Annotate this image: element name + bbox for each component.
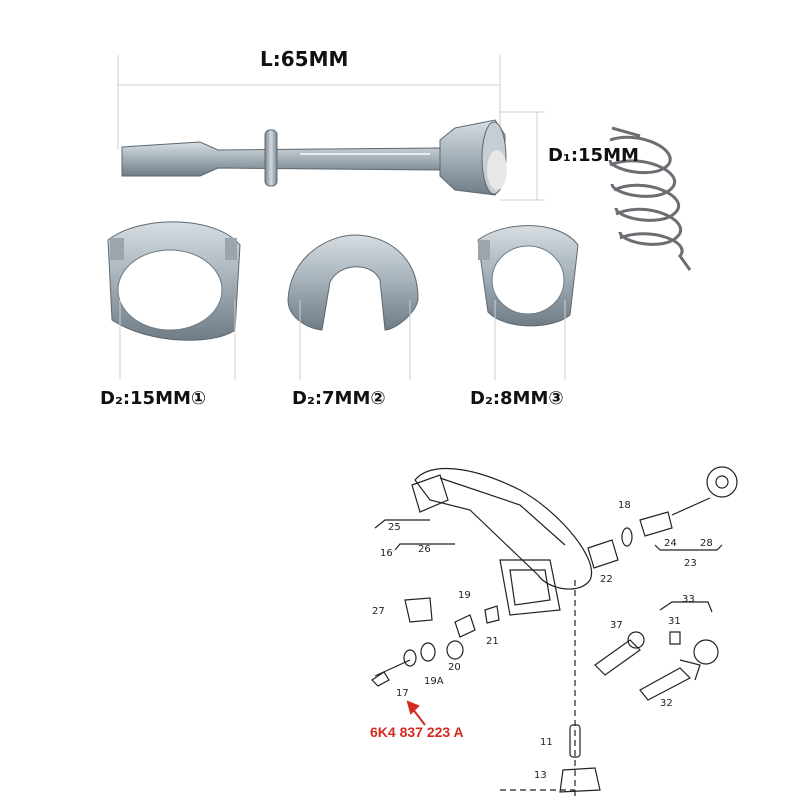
exploded-parts-diagram	[371, 466, 738, 800]
part-number: 23	[684, 558, 697, 569]
ring-8mm	[477, 225, 579, 327]
part-number: 28	[700, 538, 713, 549]
part-number: 22	[600, 574, 613, 585]
part-number: 25	[388, 522, 401, 533]
part-number: 16	[380, 548, 393, 559]
d1-dimension-line	[500, 111, 545, 201]
ring-15mm	[107, 221, 241, 341]
part-number: 11	[540, 737, 553, 748]
part-number: 31	[668, 616, 681, 627]
highlight-arrow	[406, 700, 426, 726]
part-number: 32	[660, 698, 673, 709]
part-number: 17	[396, 688, 409, 699]
part-number: 24	[664, 538, 677, 549]
part-number: 27	[372, 606, 385, 617]
d2-guide-lines	[119, 300, 566, 380]
d2-ring-3-label: D₂:8MM③	[470, 388, 564, 409]
part-number: 33	[682, 594, 695, 605]
d1-label: D₁:15MM	[548, 145, 639, 166]
length-dimension-line	[117, 55, 501, 150]
part-number: 26	[418, 544, 431, 555]
part-number: 19	[458, 590, 471, 601]
d2-ring-2-label: D₂:7MM②	[292, 388, 386, 409]
ring-7mm	[287, 234, 419, 331]
lock-cylinder-shaft	[121, 119, 507, 196]
part-number: 21	[486, 636, 499, 647]
part-number: 37	[610, 620, 623, 631]
oem-part-number: 6K4 837 223 A	[370, 724, 464, 740]
spring	[608, 126, 692, 271]
d2-ring-1-label: D₂:15MM①	[100, 388, 207, 409]
part-number: 19A	[424, 676, 444, 687]
part-number: 13	[534, 770, 547, 781]
length-label: L:65MM	[260, 47, 349, 71]
part-number: 18	[618, 500, 631, 511]
part-number: 20	[448, 662, 461, 673]
